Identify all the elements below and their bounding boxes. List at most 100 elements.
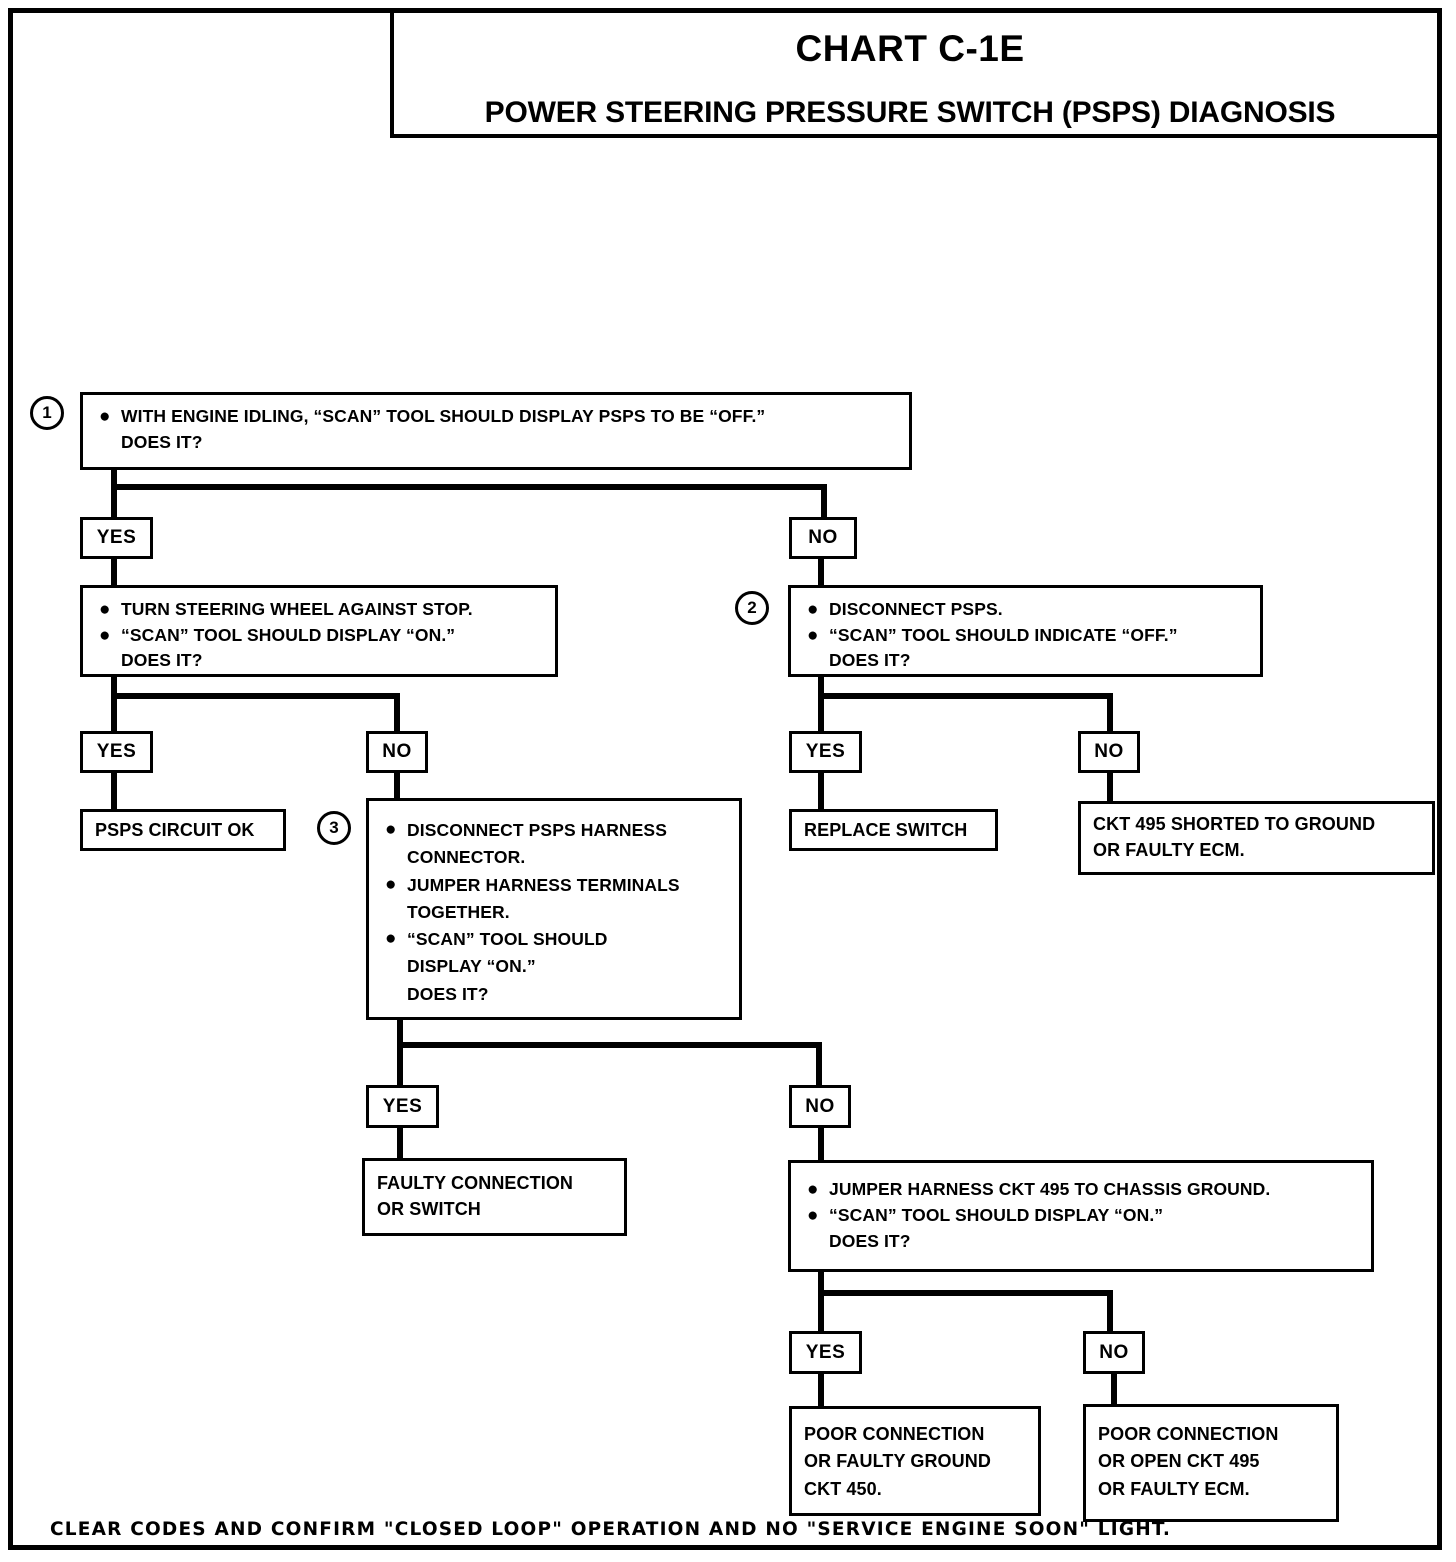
node-step-2-line-1: DISCONNECT PSPS. (829, 599, 1003, 619)
connector-step4-stem (818, 1272, 824, 1292)
branch-no-step1-label: NO (808, 527, 838, 548)
node-ckt495-shorted-body: CKT 495 SHORTED TO GROUND OR FAULTY ECM. (1081, 804, 1432, 869)
branch-yes-step2-label: YES (805, 741, 846, 762)
branch-no-steering[interactable]: NO (366, 731, 428, 773)
node-poor-connection-ground[interactable]: POOR CONNECTION OR FAULTY GROUND CKT 450… (789, 1406, 1041, 1516)
node-step-3-line-1: DISCONNECT PSPS HARNESS (407, 820, 667, 840)
connector-no-step4-down (1111, 1374, 1117, 1404)
node-poor-connection-ground-body: POOR CONNECTION OR FAULTY GROUND CKT 450… (792, 1409, 1038, 1509)
branch-yes-step2[interactable]: YES (789, 731, 862, 773)
node-faulty-connection-line-2: OR SWITCH (377, 1198, 481, 1219)
bullet-icon: ● (385, 873, 397, 895)
step-number-2: 2 (735, 591, 769, 625)
connector-step4-right (1107, 1290, 1113, 1332)
connector-steer-left (111, 693, 117, 732)
node-jumper-harness-ground-body: ● JUMPER HARNESS CKT 495 TO CHASSIS GROU… (791, 1163, 1371, 1261)
connector-step3-bus (397, 1042, 822, 1048)
connector-step1-stem (111, 468, 117, 490)
node-psps-circuit-ok[interactable]: PSPS CIRCUIT OK (80, 809, 286, 851)
node-turn-steering-wheel[interactable]: ● TURN STEERING WHEEL AGAINST STOP. ● “S… (80, 585, 558, 677)
connector-step3-right (816, 1042, 822, 1086)
node-jumper-harness-line-1: JUMPER HARNESS CKT 495 TO CHASSIS GROUND… (829, 1179, 1271, 1199)
branch-no-step1[interactable]: NO (789, 517, 857, 559)
branch-yes-step1[interactable]: YES (80, 517, 153, 559)
page-border (8, 8, 1442, 1550)
branch-yes-step4[interactable]: YES (789, 1331, 862, 1374)
node-step-1[interactable]: ● WITH ENGINE IDLING, “SCAN” TOOL SHOULD… (80, 392, 912, 470)
node-psps-circuit-ok-text: PSPS CIRCUIT OK (95, 820, 255, 840)
node-replace-switch[interactable]: REPLACE SWITCH (789, 809, 998, 851)
node-ckt495-shorted-line-2: OR FAULTY ECM. (1093, 839, 1245, 860)
connector-yes-step4-down (818, 1374, 824, 1408)
node-replace-switch-text: REPLACE SWITCH (804, 820, 968, 840)
node-step-2-line-3: DOES IT? (829, 650, 911, 671)
connector-no-step2-down (1107, 773, 1113, 801)
node-step-3-line-7: DOES IT? (407, 983, 489, 1004)
bullet-icon: ● (99, 599, 111, 620)
node-poor-connection-open-ckt-body: POOR CONNECTION OR OPEN CKT 495 OR FAULT… (1086, 1407, 1336, 1509)
node-step-3-line-5: “SCAN” TOOL SHOULD (407, 929, 608, 950)
branch-yes-steering[interactable]: YES (80, 731, 153, 773)
branch-no-steering-label: NO (382, 741, 412, 762)
step-number-1: 1 (30, 396, 64, 430)
connector-step3-stem (397, 1020, 403, 1042)
connector-steer-bus (111, 693, 400, 699)
bullet-icon: ● (99, 624, 111, 646)
node-step-3-line-3: JUMPER HARNESS TERMINALS (407, 874, 680, 895)
node-step-1-line-2: DOES IT? (121, 431, 203, 452)
node-jumper-harness-line-2: “SCAN” TOOL SHOULD DISPLAY “ON.” (829, 1204, 1164, 1225)
node-step-2[interactable]: ● DISCONNECT PSPS. ● “SCAN” TOOL SHOULD … (788, 585, 1263, 677)
node-jumper-harness-line-3: DOES IT? (829, 1230, 911, 1251)
connector-step3-left (397, 1042, 403, 1086)
node-step-3-line-2: CONNECTOR. (407, 847, 526, 868)
chart-title: POWER STEERING PRESSURE SWITCH (PSPS) DI… (484, 96, 1336, 129)
step-number-2-label: 2 (747, 598, 757, 617)
connector-steer-right (394, 693, 400, 732)
node-poor-connection-open-ckt[interactable]: POOR CONNECTION OR OPEN CKT 495 OR FAULT… (1083, 1404, 1339, 1522)
bullet-icon: ● (385, 819, 397, 840)
node-turn-steering-wheel-line-1: TURN STEERING WHEEL AGAINST STOP. (121, 599, 473, 619)
branch-no-step3[interactable]: NO (789, 1085, 851, 1128)
bullet-icon: ● (385, 928, 397, 950)
branch-no-step4-label: NO (1099, 1341, 1129, 1363)
branch-yes-step3[interactable]: YES (366, 1085, 439, 1128)
connector-steer-stem (111, 677, 117, 699)
branch-no-step4[interactable]: NO (1083, 1331, 1145, 1374)
connector-step4-bus (818, 1290, 1113, 1296)
step-number-1-label: 1 (42, 403, 52, 422)
connector-step1-left (111, 484, 117, 518)
node-ckt495-shorted[interactable]: CKT 495 SHORTED TO GROUND OR FAULTY ECM. (1078, 801, 1435, 875)
node-turn-steering-wheel-line-2: “SCAN” TOOL SHOULD DISPLAY “ON.” (121, 624, 456, 645)
connector-no1-down (818, 558, 824, 586)
node-step-2-line-2: “SCAN” TOOL SHOULD INDICATE “OFF.” (829, 624, 1178, 645)
step-number-3: 3 (317, 811, 351, 845)
node-faulty-connection-or-switch-body: FAULTY CONNECTION OR SWITCH (365, 1161, 624, 1228)
node-poor-connection-open-line-3: OR FAULTY ECM. (1098, 1478, 1250, 1499)
node-jumper-harness-ground[interactable]: ● JUMPER HARNESS CKT 495 TO CHASSIS GROU… (788, 1160, 1374, 1272)
node-step-2-body: ● DISCONNECT PSPS. ● “SCAN” TOOL SHOULD … (791, 588, 1260, 679)
node-turn-steering-wheel-body: ● TURN STEERING WHEEL AGAINST STOP. ● “S… (83, 588, 555, 679)
bullet-icon: ● (807, 1179, 819, 1200)
connector-step2-bus (818, 693, 1113, 699)
node-step-3[interactable]: ● DISCONNECT PSPS HARNESS CONNECTOR. ● J… (366, 798, 742, 1020)
node-faulty-connection-line-1: FAULTY CONNECTION (377, 1173, 574, 1193)
connector-step2-right (1107, 693, 1113, 732)
connector-yes1-down (111, 558, 117, 586)
connector-yes-step2-down (818, 773, 824, 811)
connector-yes-step3-down (397, 1128, 403, 1160)
step-number-3-label: 3 (329, 818, 339, 837)
node-poor-connection-open-line-2: OR OPEN CKT 495 (1098, 1451, 1260, 1472)
node-turn-steering-wheel-line-3: DOES IT? (121, 650, 203, 671)
node-ckt495-shorted-line-1: CKT 495 SHORTED TO GROUND (1093, 814, 1376, 834)
chart-id: CHART C-1E (795, 28, 1025, 69)
branch-no-step2[interactable]: NO (1078, 731, 1140, 773)
node-faulty-connection-or-switch[interactable]: FAULTY CONNECTION OR SWITCH (362, 1158, 627, 1236)
node-step-3-line-4: TOGETHER. (407, 901, 510, 922)
node-poor-connection-ground-line-2: OR FAULTY GROUND (804, 1451, 991, 1472)
bullet-icon: ● (807, 599, 819, 620)
node-step-1-body: ● WITH ENGINE IDLING, “SCAN” TOOL SHOULD… (83, 395, 909, 460)
connector-step1-bus (111, 484, 827, 490)
connector-step2-stem (818, 677, 824, 699)
node-step-1-line-1: WITH ENGINE IDLING, “SCAN” TOOL SHOULD D… (121, 406, 766, 426)
node-poor-connection-open-line-1: POOR CONNECTION (1098, 1424, 1279, 1444)
